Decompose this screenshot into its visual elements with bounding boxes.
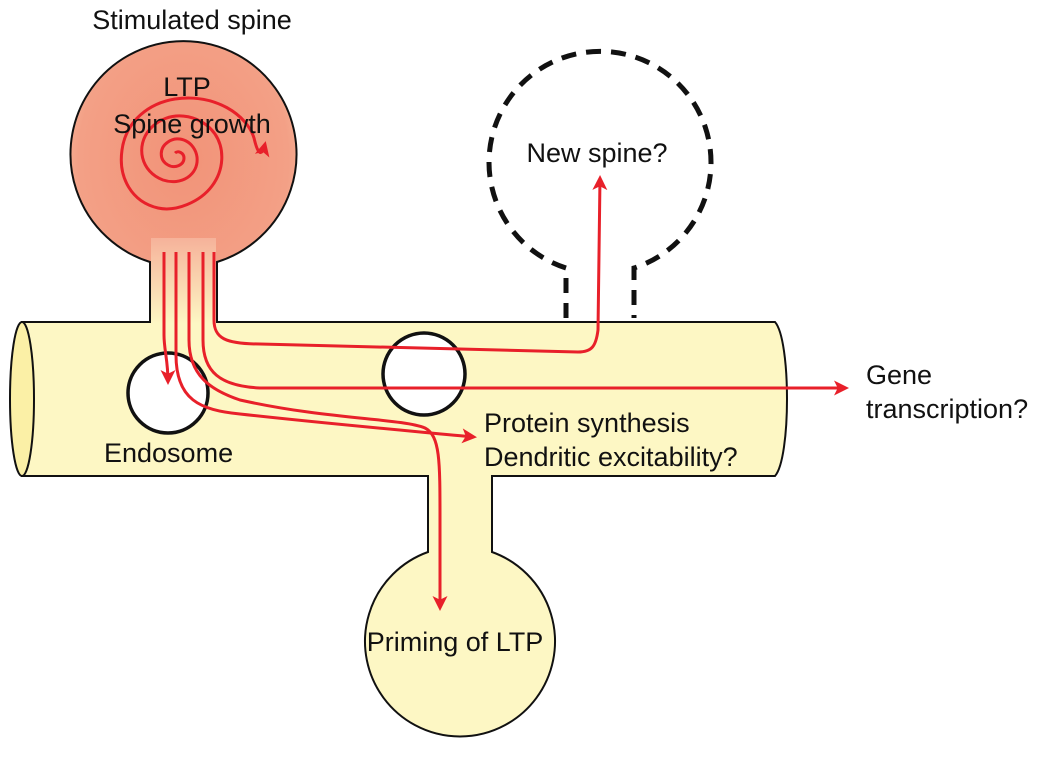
- arrow-to-endosome: [160, 252, 176, 385]
- arrow-to-protein-synthesis: [174, 252, 477, 444]
- dendrite-shaft: [21, 261, 788, 738]
- stimulated-spine-label: Stimulated spine: [92, 5, 292, 35]
- arrow-to-new-spine: [212, 175, 608, 354]
- spine-growth-label: Spine growth: [113, 109, 271, 139]
- endosome-label: Endosome: [104, 438, 233, 468]
- dendrite-cut-end: [9, 321, 35, 477]
- arrow-to-priming: [187, 252, 448, 611]
- arrow-to-gene-transcription: [201, 252, 849, 396]
- spine-growth-spiral-arrow: [119, 96, 270, 211]
- ltp-label: LTP: [163, 72, 211, 102]
- endosome-right: [381, 331, 467, 417]
- spine-neck: [151, 238, 216, 324]
- protein-synthesis-label: Protein synthesis: [484, 408, 690, 438]
- priming-of-ltp-label: Priming of LTP: [367, 627, 544, 657]
- stimulated-spine: [69, 40, 298, 322]
- dendritic-excitability-label: Dendritic excitability?: [484, 442, 738, 472]
- gene-label: Gene: [866, 360, 932, 390]
- new-spine-label: New spine?: [526, 138, 667, 168]
- transcription-label: transcription?: [866, 394, 1028, 424]
- endosome-left: [126, 351, 210, 435]
- new-spine-outline: [486, 48, 714, 318]
